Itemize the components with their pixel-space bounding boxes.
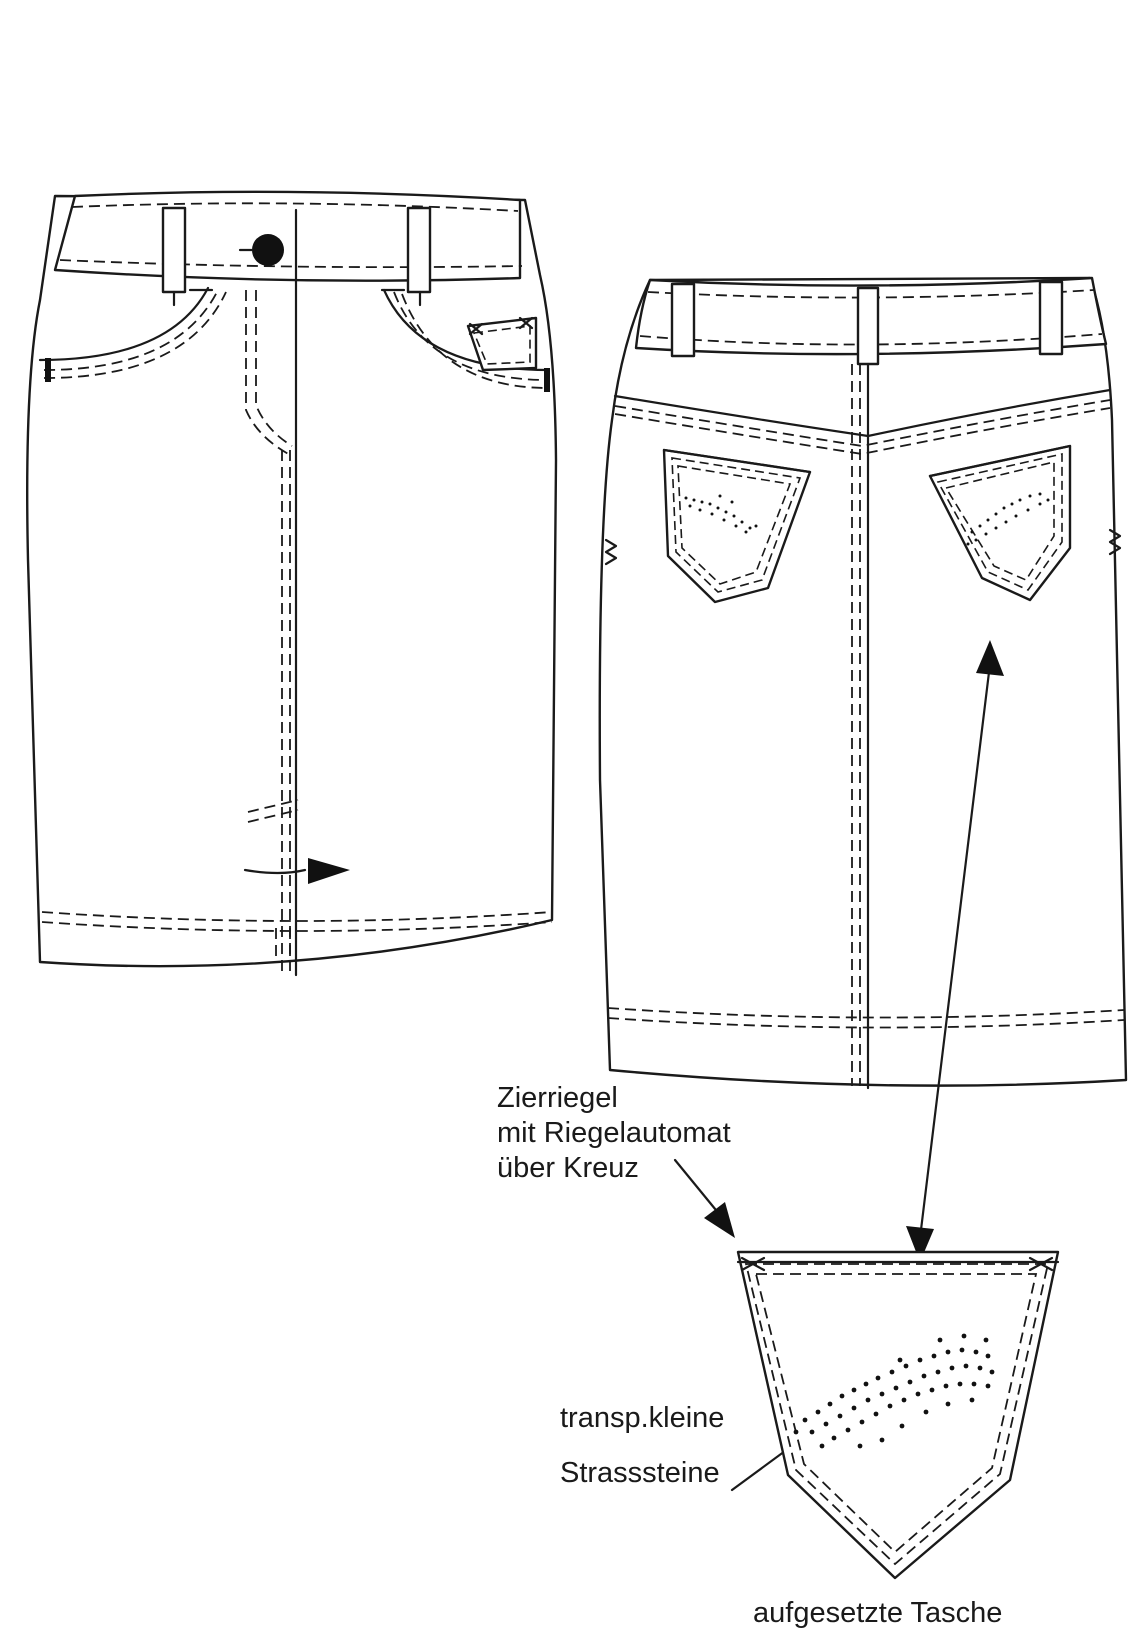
front-skirt-body bbox=[26, 194, 558, 968]
front-hem-topstitch bbox=[41, 921, 553, 932]
skirt-front-view bbox=[26, 190, 558, 977]
annotation-rhinestone-line2: Strasssteine bbox=[560, 1457, 720, 1489]
front-pocket-left-topstitch bbox=[43, 291, 227, 379]
front-slit-overlap bbox=[247, 799, 299, 813]
front-waistband-topstitch bbox=[59, 259, 523, 269]
front-pocket-left-topstitch bbox=[43, 289, 219, 371]
back-pocket-left-topstitch bbox=[671, 457, 802, 593]
bartack-callout-arrow bbox=[673, 1158, 722, 1217]
back-pocket-right-rhinestones bbox=[966, 492, 1050, 546]
patch-pocket-topstitch bbox=[744, 1263, 1050, 1566]
waist-button bbox=[252, 234, 284, 266]
coin-pocket bbox=[466, 316, 538, 372]
front-slit-curve bbox=[243, 868, 307, 875]
pocket-top-edge bbox=[662, 448, 812, 474]
patch-pocket-outline bbox=[736, 1250, 1060, 1580]
skirt-back-view bbox=[598, 276, 1128, 1090]
back-yoke-topstitch bbox=[614, 399, 1111, 447]
annotation-bartack-line3: über Kreuz bbox=[497, 1152, 639, 1184]
front-pocket-right-topstitch bbox=[401, 293, 549, 389]
rhinestone-cluster bbox=[793, 1333, 995, 1449]
fly-topstitch-curve bbox=[245, 290, 293, 457]
front-slit-arrow bbox=[308, 858, 350, 884]
detail-pointer-arrow bbox=[918, 662, 992, 1240]
belt-loop-right bbox=[406, 206, 432, 294]
front-slit-overlap bbox=[247, 809, 299, 823]
bartack-cross-left bbox=[740, 1256, 766, 1272]
back-yoke-topstitch bbox=[614, 407, 1111, 455]
coin-pocket-bartack bbox=[468, 316, 534, 336]
annotation-bartack-line2: mit Riegelautomat bbox=[497, 1117, 731, 1149]
front-pocket-left bbox=[38, 286, 210, 362]
front-hem-topstitch bbox=[41, 911, 553, 922]
back-belt-loop-right bbox=[1038, 280, 1064, 356]
coin-pocket-topstitch bbox=[472, 325, 531, 365]
back-pocket-right-topstitch bbox=[936, 452, 1063, 591]
back-belt-loop-left bbox=[670, 282, 696, 358]
pocket-top-edge bbox=[928, 444, 1072, 478]
side-seam-bartack-left bbox=[604, 538, 618, 566]
back-pocket-left-topstitch bbox=[677, 465, 792, 585]
belt-loop-left bbox=[161, 206, 187, 294]
back-hem-topstitch bbox=[607, 1007, 1125, 1019]
front-waistband-topstitch bbox=[71, 202, 519, 212]
back-pocket-left-rhinestones bbox=[684, 494, 758, 534]
side-seam-bartack-right bbox=[1108, 528, 1122, 556]
annotation-bartack-line1: Zierriegel bbox=[497, 1082, 618, 1114]
back-pocket-right-topstitch bbox=[944, 460, 1055, 582]
bartack-callout-arrowhead bbox=[704, 1202, 735, 1238]
bartack-cross-right bbox=[1028, 1256, 1054, 1272]
detail-pointer-arrowhead-bottom bbox=[906, 1226, 934, 1262]
back-belt-loop-center bbox=[856, 286, 880, 366]
annotation-patch-pocket: aufgesetzte Tasche bbox=[753, 1597, 1002, 1629]
fly-topstitch-curve bbox=[255, 290, 293, 447]
annotation-rhinestone-line1: transp.kleine bbox=[560, 1402, 724, 1434]
detail-pointer-arrowhead-top bbox=[976, 640, 1004, 676]
back-hem-topstitch bbox=[607, 1017, 1125, 1029]
back-skirt-body bbox=[598, 276, 1128, 1087]
hem-bartack bbox=[275, 928, 291, 960]
front-pocket-right-topstitch bbox=[393, 291, 549, 381]
patch-pocket-detail bbox=[736, 1250, 1060, 1580]
